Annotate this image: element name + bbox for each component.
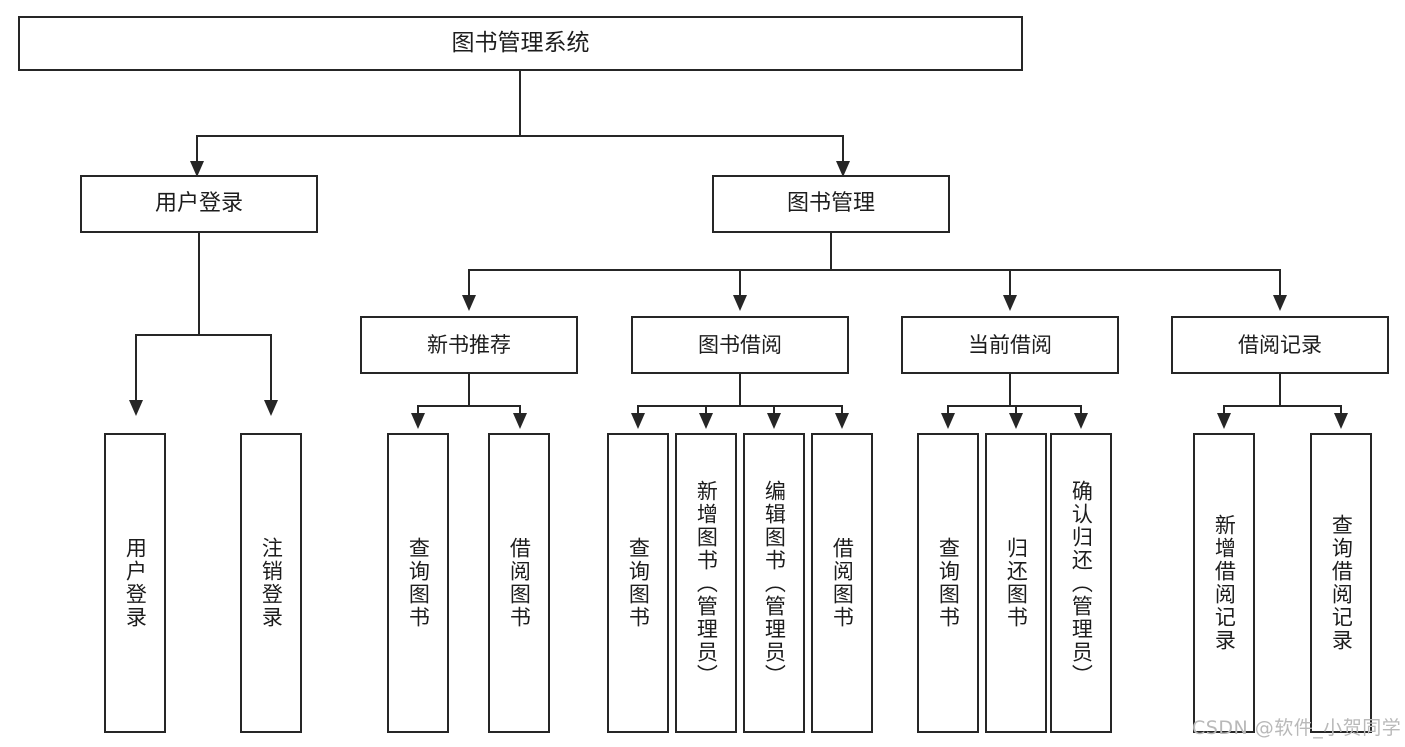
connector-bookmgmt-stem	[830, 233, 832, 271]
connector-current-bar	[947, 405, 1082, 407]
connector-current-drop-2	[1015, 405, 1017, 415]
arrow-icon-borrow-2	[699, 413, 713, 429]
node-label: 查询图书	[626, 537, 651, 629]
connector-login-drop-1	[135, 334, 137, 402]
arrow-icon-recommend-2	[513, 413, 527, 429]
node-label: 新增图书（管理员）	[694, 479, 719, 687]
connector-record-drop-2	[1340, 405, 1342, 415]
arrow-icon-record-1	[1217, 413, 1231, 429]
connector-borrow-bar	[637, 405, 843, 407]
arrow-icon-login-2	[264, 400, 278, 416]
leaf-confirm-return-admin[interactable]: 确认归还（管理员）	[1050, 433, 1112, 733]
node-label: 用户登录	[123, 537, 148, 629]
node-label: 新书推荐	[427, 332, 511, 357]
connector-bookmgmt-drop-4	[1279, 269, 1281, 297]
connector-bookmgmt-bar	[468, 269, 1280, 271]
connector-login-bar	[135, 334, 271, 336]
arrow-icon-bookmgmt-3	[1003, 295, 1017, 311]
arrow-icon-current-1	[941, 413, 955, 429]
connector-root-bar	[196, 135, 844, 137]
node-label: 借阅记录	[1238, 332, 1322, 357]
connector-root-stem	[519, 71, 521, 136]
connector-borrow-drop-1	[637, 405, 639, 415]
node-label: 查询图书	[936, 537, 961, 629]
arrow-icon-record-2	[1334, 413, 1348, 429]
node-user-login[interactable]: 用户登录	[80, 175, 318, 233]
arrow-icon-borrow-4	[835, 413, 849, 429]
arrow-icon-bookmgmt-4	[1273, 295, 1287, 311]
node-label: 查询图书	[406, 537, 431, 629]
leaf-user-login[interactable]: 用户登录	[104, 433, 166, 733]
connector-current-drop-1	[947, 405, 949, 415]
connector-record-drop-1	[1223, 405, 1225, 415]
connector-recommend-drop-1	[417, 405, 419, 415]
connector-current-stem	[1009, 374, 1011, 406]
node-label: 图书管理系统	[451, 29, 590, 56]
leaf-borrow-books[interactable]: 借阅图书	[811, 433, 873, 733]
connector-bookmgmt-drop-1	[468, 269, 470, 297]
leaf-query-borrow-record[interactable]: 查询借阅记录	[1310, 433, 1372, 733]
node-label: 图书借阅	[698, 332, 782, 357]
arrow-icon-root-2	[836, 161, 850, 177]
connector-borrow-drop-3	[773, 405, 775, 415]
leaf-borrow-books-recommend[interactable]: 借阅图书	[488, 433, 550, 733]
connector-login-drop-2	[270, 334, 272, 402]
arrow-icon-bookmgmt-2	[733, 295, 747, 311]
node-label: 确认归还（管理员）	[1069, 479, 1094, 687]
arrow-icon-root-1	[190, 161, 204, 177]
connector-root-drop-1	[196, 135, 198, 163]
leaf-query-books-recommend[interactable]: 查询图书	[387, 433, 449, 733]
leaf-logout[interactable]: 注销登录	[240, 433, 302, 733]
connector-recommend-bar	[417, 405, 521, 407]
node-label: 归还图书	[1004, 537, 1029, 629]
connector-root-drop-2	[842, 135, 844, 163]
leaf-edit-book-admin[interactable]: 编辑图书（管理员）	[743, 433, 805, 733]
connector-bookmgmt-drop-3	[1009, 269, 1011, 297]
connector-record-stem	[1279, 374, 1281, 406]
node-label: 借阅图书	[507, 537, 532, 629]
connector-bookmgmt-drop-2	[739, 269, 741, 297]
connector-current-drop-3	[1080, 405, 1082, 415]
connector-borrow-drop-4	[841, 405, 843, 415]
leaf-query-books-current[interactable]: 查询图书	[917, 433, 979, 733]
node-label: 当前借阅	[968, 332, 1052, 357]
leaf-add-book-admin[interactable]: 新增图书（管理员）	[675, 433, 737, 733]
arrow-icon-current-3	[1074, 413, 1088, 429]
connector-borrow-drop-2	[705, 405, 707, 415]
node-current-borrow[interactable]: 当前借阅	[901, 316, 1119, 374]
arrow-icon-recommend-1	[411, 413, 425, 429]
leaf-return-books[interactable]: 归还图书	[985, 433, 1047, 733]
connector-borrow-stem	[739, 374, 741, 406]
node-label: 编辑图书（管理员）	[762, 479, 787, 687]
node-label: 查询借阅记录	[1329, 514, 1354, 652]
node-label: 注销登录	[259, 537, 284, 629]
connector-recommend-stem	[468, 374, 470, 406]
leaf-add-borrow-record[interactable]: 新增借阅记录	[1193, 433, 1255, 733]
arrow-icon-bookmgmt-1	[462, 295, 476, 311]
node-new-book-recommend[interactable]: 新书推荐	[360, 316, 578, 374]
node-book-borrow[interactable]: 图书借阅	[631, 316, 849, 374]
connector-login-stem	[198, 233, 200, 335]
arrow-icon-borrow-1	[631, 413, 645, 429]
csdn-watermark: CSDN @软件_小贺同学	[1192, 717, 1402, 739]
connector-record-bar	[1223, 405, 1342, 407]
arrow-icon-borrow-3	[767, 413, 781, 429]
node-label: 借阅图书	[830, 537, 855, 629]
node-label: 图书管理	[786, 191, 875, 217]
node-borrow-record[interactable]: 借阅记录	[1171, 316, 1389, 374]
connector-recommend-drop-2	[519, 405, 521, 415]
arrow-icon-current-2	[1009, 413, 1023, 429]
leaf-query-books-borrow[interactable]: 查询图书	[607, 433, 669, 733]
node-book-management[interactable]: 图书管理	[712, 175, 950, 233]
node-root-system[interactable]: 图书管理系统	[18, 16, 1023, 71]
node-label: 用户登录	[154, 191, 243, 217]
arrow-icon-login-1	[129, 400, 143, 416]
node-label: 新增借阅记录	[1212, 514, 1237, 652]
